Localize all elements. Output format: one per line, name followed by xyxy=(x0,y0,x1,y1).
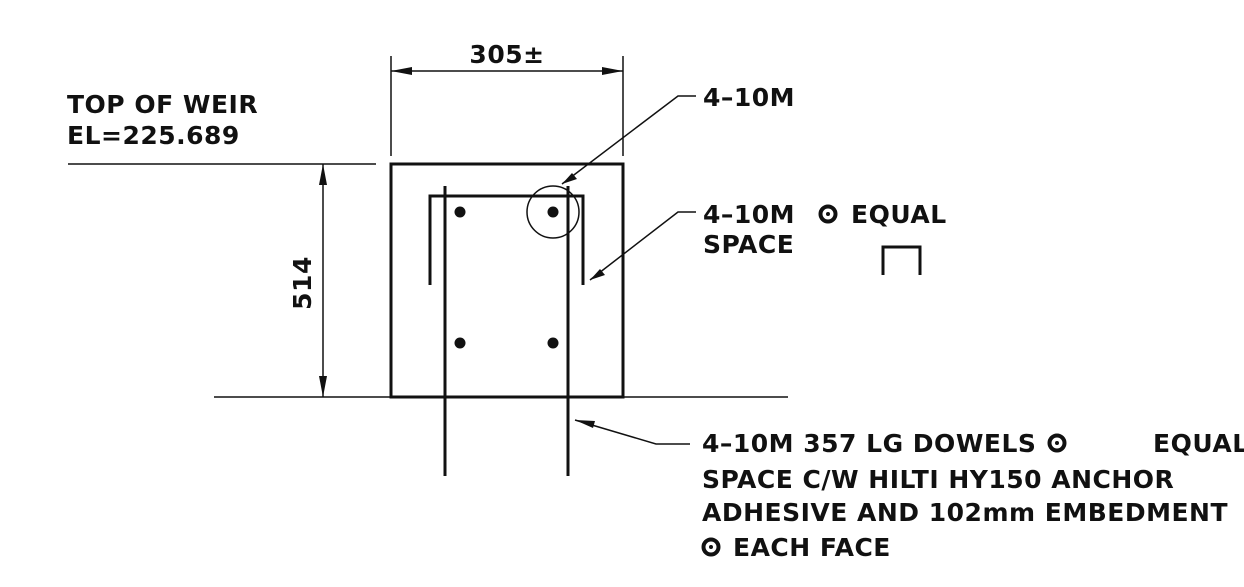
stirrup-callout-line1: 4–10M xyxy=(703,200,795,229)
stirrup-arrowhead xyxy=(590,269,605,280)
elevation-note-line2: EL=225.689 xyxy=(67,121,240,150)
stirrup-callout-equal: EQUAL xyxy=(851,200,947,229)
callout-circle xyxy=(526,185,580,239)
longitudinal-bar xyxy=(547,206,559,218)
longitudinal-bar xyxy=(454,206,466,218)
concrete-section xyxy=(389,162,625,399)
width-dimension xyxy=(390,56,624,156)
height-dimension-label: 514 xyxy=(288,256,317,310)
dowels-callout-line3: ADHESIVE AND 102mm EMBEDMENT xyxy=(702,498,1228,527)
circled-dot-icon xyxy=(1047,433,1067,453)
corner-bars-callout: 4–10M xyxy=(703,83,795,112)
elevation-note-line1: TOP OF WEIR xyxy=(67,90,258,119)
longitudinal-bar xyxy=(454,337,466,349)
height-dimension xyxy=(319,164,327,397)
stirrup-shape-icon xyxy=(881,245,922,275)
stirrup-bar xyxy=(428,194,585,285)
dowels-callout-equal: EQUAL xyxy=(1153,429,1244,458)
dowels-leader xyxy=(574,419,690,445)
longitudinal-bar xyxy=(547,337,559,349)
dowels-callout-line2: SPACE C/W HILTI HY150 ANCHOR xyxy=(702,465,1174,494)
dowels-callout-line1: 4–10M 357 LG DOWELS xyxy=(702,429,1036,458)
stirrup-callout-line2: SPACE xyxy=(703,230,794,259)
stirrup-leader xyxy=(589,211,696,281)
dowels-callout-line4: EACH FACE xyxy=(733,533,891,562)
corner-bars-arrowhead xyxy=(562,173,577,184)
circled-dot-icon xyxy=(701,537,721,557)
corner-bars-leader xyxy=(561,95,696,185)
dowels-arrowhead xyxy=(575,420,595,428)
width-dimension-label: 305± xyxy=(469,40,544,69)
circled-dot-icon xyxy=(818,204,838,224)
